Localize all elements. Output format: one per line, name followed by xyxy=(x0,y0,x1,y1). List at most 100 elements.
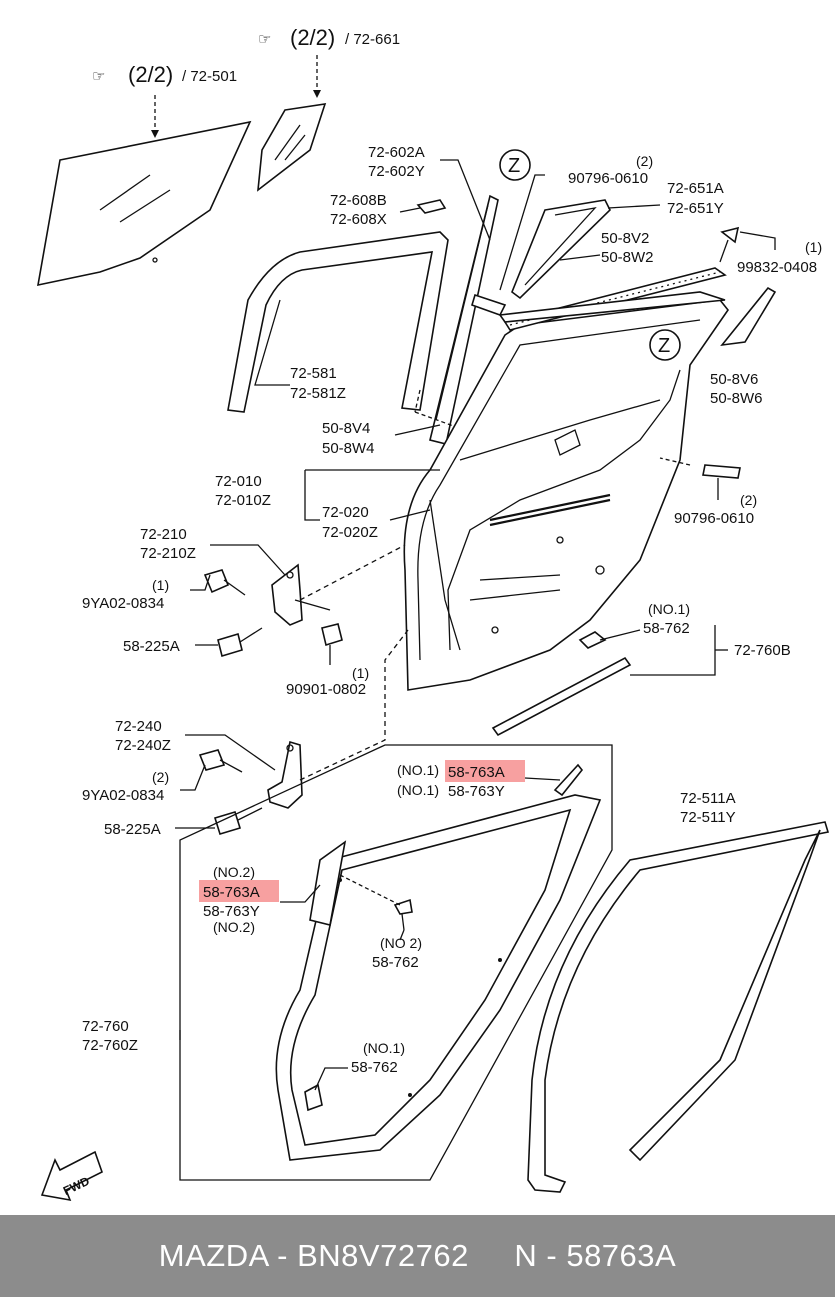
label-72-760B: 72-760B xyxy=(734,642,791,659)
label-9YA02-a: 9YA02-0834 xyxy=(82,595,164,612)
label-9YA02-b: 9YA02-0834 xyxy=(82,787,164,804)
label-50-8V2: 50-8V2 xyxy=(601,230,649,247)
detail-frame xyxy=(179,744,613,1181)
glass-run-channel xyxy=(227,231,449,413)
label-72-651A: 72-651A xyxy=(667,180,724,197)
label-72-020: 72-020 xyxy=(322,504,369,521)
upper-hinge xyxy=(271,563,303,626)
label-90796-bot: 90796-0610 xyxy=(674,510,754,527)
label-no1-d: (NO.1) xyxy=(363,1040,405,1056)
label-72-240: 72-240 xyxy=(115,718,162,735)
label-no2-c: (NO 2) xyxy=(380,935,422,951)
label-z-upper: Z xyxy=(508,155,520,177)
label-ref-72-501-num: / 72-501 xyxy=(182,68,237,85)
label-50-8V6: 50-8V6 xyxy=(710,371,758,388)
label-no1-c: (NO.1) xyxy=(397,782,439,798)
label-50-8W4: 50-8W4 xyxy=(322,440,375,457)
label-72-602Y: 72-602Y xyxy=(368,163,425,180)
label-no1-b: (NO.1) xyxy=(397,762,439,778)
label-50-8W2: 50-8W2 xyxy=(601,249,654,266)
qty-90901: (1) xyxy=(352,665,369,681)
push-clip-no2 xyxy=(393,898,413,931)
quarter-glass xyxy=(257,103,327,192)
highlight-58-763A-no2 xyxy=(199,880,279,902)
body-weatherstrip xyxy=(527,821,830,1193)
label-ref-72-501: (2/2) xyxy=(128,62,173,87)
label-72-651Y: 72-651Y xyxy=(667,200,724,217)
label-72-020Z: 72-020Z xyxy=(322,524,378,541)
footer-part-number: MAZDA - BN8V72762 xyxy=(158,1238,469,1273)
label-58-763Y-b: 58-763Y xyxy=(203,903,260,920)
label-58-762-c: 58-762 xyxy=(351,1059,398,1076)
label-z-lower: Z xyxy=(658,335,670,357)
push-clip-no1 xyxy=(304,1083,323,1112)
label-58-763A-b: 58-763A xyxy=(203,884,260,901)
footer-oem-number: N - 58763A xyxy=(514,1238,677,1273)
z-callout-lower xyxy=(649,329,681,361)
footer-bar: MAZDA - BN8V72762 N - 58763A xyxy=(0,1215,835,1297)
label-72-240Z: 72-240Z xyxy=(115,737,171,754)
sash-trim xyxy=(429,194,499,445)
label-72-602A: 72-602A xyxy=(368,144,425,161)
label-72-010Z: 72-010Z xyxy=(215,492,271,509)
label-90901: 90901-0802 xyxy=(286,681,366,698)
screw-top xyxy=(471,293,507,316)
lower-hinge xyxy=(267,740,303,809)
label-58-762-b: 58-762 xyxy=(372,954,419,971)
label-72-760Z: 72-760Z xyxy=(82,1037,138,1054)
qty-9YA02-b: (2) xyxy=(152,769,169,785)
label-50-8W6: 50-8W6 xyxy=(710,390,763,407)
hinge-nut xyxy=(321,623,343,647)
label-72-608B: 72-608B xyxy=(330,192,387,209)
label-90796-top: 90796-0610 xyxy=(568,170,648,187)
rear-door-glass xyxy=(37,120,252,287)
highlight-58-763A-no1 xyxy=(445,760,525,782)
qty-9YA02-a: (1) xyxy=(152,577,169,593)
garnish-bracket xyxy=(511,199,611,300)
clip xyxy=(416,199,447,214)
label-58-763Y-a: 58-763Y xyxy=(448,783,505,800)
footer-gap xyxy=(469,1238,515,1274)
qty-99832: (1) xyxy=(805,239,822,255)
label-ref-72-661: (2/2) xyxy=(290,25,335,50)
lower-weatherstrip xyxy=(491,631,632,737)
label-no2-b: (NO.2) xyxy=(213,919,255,935)
hinge-bolt-side-lower xyxy=(213,807,263,835)
outer-belt-molding xyxy=(498,291,726,323)
hinge-bolt-side-upper xyxy=(217,627,263,658)
label-72-210: 72-210 xyxy=(140,526,187,543)
pointer-icon: ☞ xyxy=(258,31,271,48)
label-72-581Z: 72-581Z xyxy=(290,385,346,402)
applique xyxy=(720,286,777,347)
label-58-225A-a: 58-225A xyxy=(123,638,180,655)
label-ref-72-661-num: / 72-661 xyxy=(345,31,400,48)
label-no1-a: (NO.1) xyxy=(648,601,690,617)
label-no2-a: (NO.2) xyxy=(213,864,255,880)
label-72-608X: 72-608X xyxy=(330,211,387,228)
leader-lines xyxy=(175,159,776,1091)
parts-diagram: ☞ (2/2) / 72-661 ☞ (2/2) / 72-501 72-602… xyxy=(37,25,830,1202)
door-panel xyxy=(403,299,729,691)
weatherstrip-clip-a xyxy=(553,763,584,797)
label-72-511Y: 72-511Y xyxy=(680,809,736,826)
label-50-8V4: 50-8V4 xyxy=(322,420,370,437)
label-58-225A-b: 58-225A xyxy=(104,821,161,838)
weatherstrip-clip-b xyxy=(309,840,347,926)
hinge-bolt-lower xyxy=(198,749,243,773)
bolt-right xyxy=(702,464,741,479)
hinge-bolt-upper xyxy=(203,569,246,596)
z-callout-upper xyxy=(499,149,531,181)
label-72-581: 72-581 xyxy=(290,365,337,382)
pointer-icon: ☞ xyxy=(92,68,105,85)
label-99832: 99832-0408 xyxy=(737,259,817,276)
qty-90796-bot: (2) xyxy=(740,492,757,508)
label-58-762-a: 58-762 xyxy=(643,620,690,637)
screw-99832 xyxy=(719,226,740,263)
label-58-763A-a: 58-763A xyxy=(448,764,505,781)
door-weatherstrip xyxy=(275,794,602,1161)
label-72-511A: 72-511A xyxy=(680,790,736,807)
label-72-210Z: 72-210Z xyxy=(140,545,196,562)
label-72-760: 72-760 xyxy=(82,1018,129,1035)
qty-90796-top: (2) xyxy=(636,153,653,169)
label-72-010: 72-010 xyxy=(215,473,262,490)
